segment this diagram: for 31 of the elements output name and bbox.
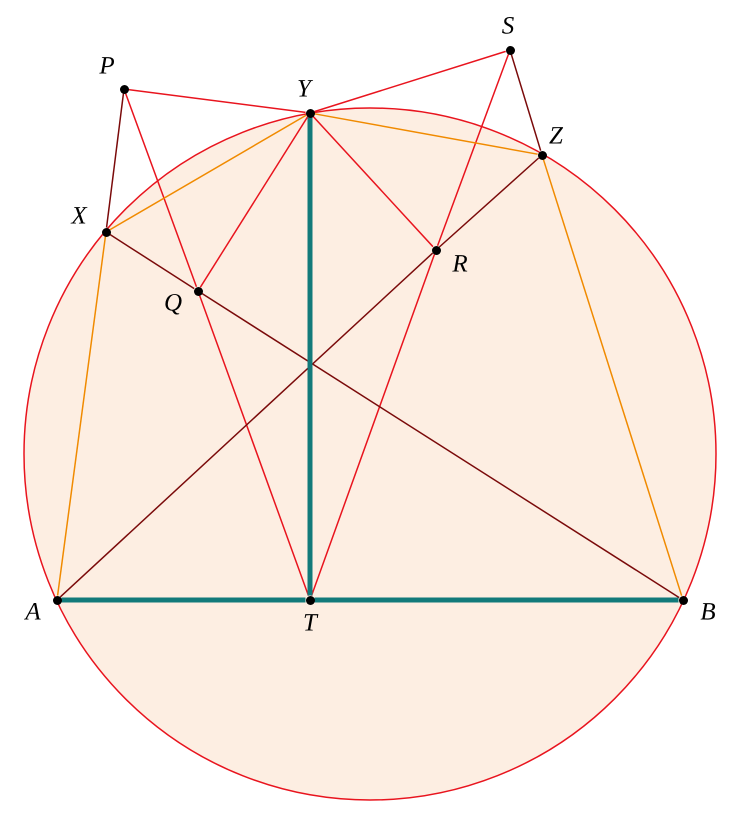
line-segment (106, 93, 124, 228)
point-label: X (71, 204, 87, 228)
line-segment (56, 236, 106, 596)
point-label: S (502, 14, 514, 38)
line-segment (110, 114, 306, 230)
line-segment (310, 254, 436, 596)
line-segment (201, 292, 680, 598)
line-segment (314, 598, 678, 602)
line-segment (124, 92, 198, 288)
line-segment (128, 88, 306, 114)
line-segment (510, 54, 542, 151)
line-segment (308, 118, 312, 596)
line-segment (200, 116, 308, 288)
line-segment (109, 234, 195, 290)
point-label: R (452, 252, 468, 276)
point-label: Z (549, 124, 563, 148)
point-label: P (99, 54, 115, 78)
line-segment (60, 252, 434, 598)
line-segment (314, 113, 538, 155)
line-segment (438, 157, 540, 248)
line-segment (312, 116, 434, 248)
point-label: T (303, 610, 317, 636)
point-label: B (700, 600, 716, 624)
line-segment (542, 159, 682, 596)
point-label: Y (297, 76, 311, 102)
point-label: Q (164, 290, 182, 316)
line-segment (436, 54, 510, 246)
line-segment (314, 50, 506, 112)
line-segment (62, 598, 306, 602)
line-segment (198, 294, 310, 596)
point-label: A (25, 600, 41, 624)
